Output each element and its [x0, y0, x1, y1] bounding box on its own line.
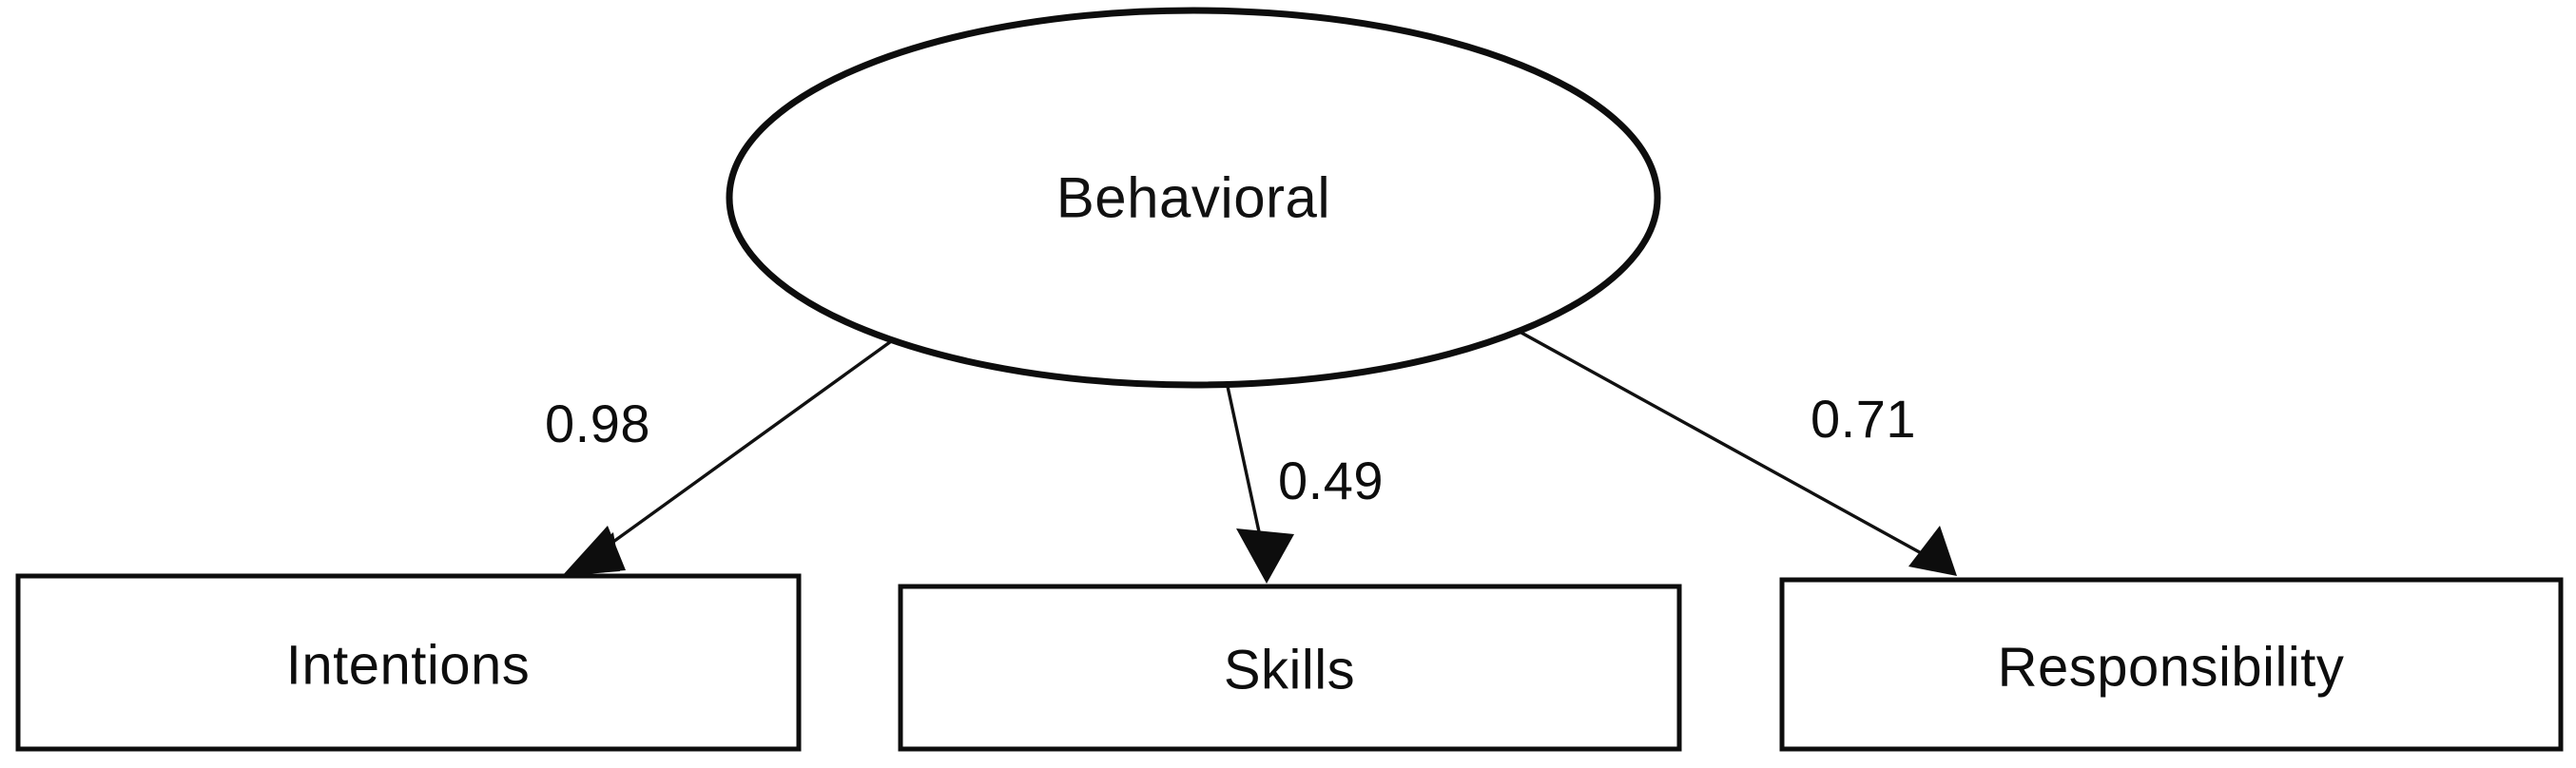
behavioral-label: Behavioral	[1056, 166, 1331, 230]
intentions-box	[15, 573, 802, 752]
intentions-label: Intentions	[286, 635, 531, 697]
indicator-node-intentions[interactable]: Intentions	[15, 573, 802, 752]
coefficient-label-skills: 0.49	[1278, 451, 1384, 510]
arrowhead-intentions-fill	[562, 526, 626, 576]
indicator-node-responsibility[interactable]: Responsibility	[1779, 577, 2564, 752]
latent-node-behavioral[interactable]: Behavioral	[726, 7, 1661, 389]
skills-box	[898, 584, 1682, 752]
path-line-responsibility	[1510, 325, 1936, 563]
arrowhead-skills	[1236, 528, 1294, 584]
behavioral-ellipse	[726, 7, 1661, 389]
responsibility-label: Responsibility	[1998, 637, 2345, 699]
path-behavioral-to-intentions[interactable]	[562, 337, 895, 576]
path-behavioral-to-skills[interactable]	[1225, 381, 1294, 584]
arrowhead-responsibility	[1908, 526, 1957, 576]
path-behavioral-to-responsibility[interactable]	[1510, 325, 1957, 576]
path-line-intentions	[589, 337, 895, 561]
skills-label: Skills	[1224, 640, 1355, 701]
path-line-skills	[1225, 381, 1265, 550]
coefficient-label-intentions: 0.98	[545, 394, 650, 453]
indicator-node-skills[interactable]: Skills	[898, 584, 1682, 752]
coefficient-label-responsibility: 0.71	[1811, 389, 1916, 449]
responsibility-box	[1779, 577, 2564, 752]
